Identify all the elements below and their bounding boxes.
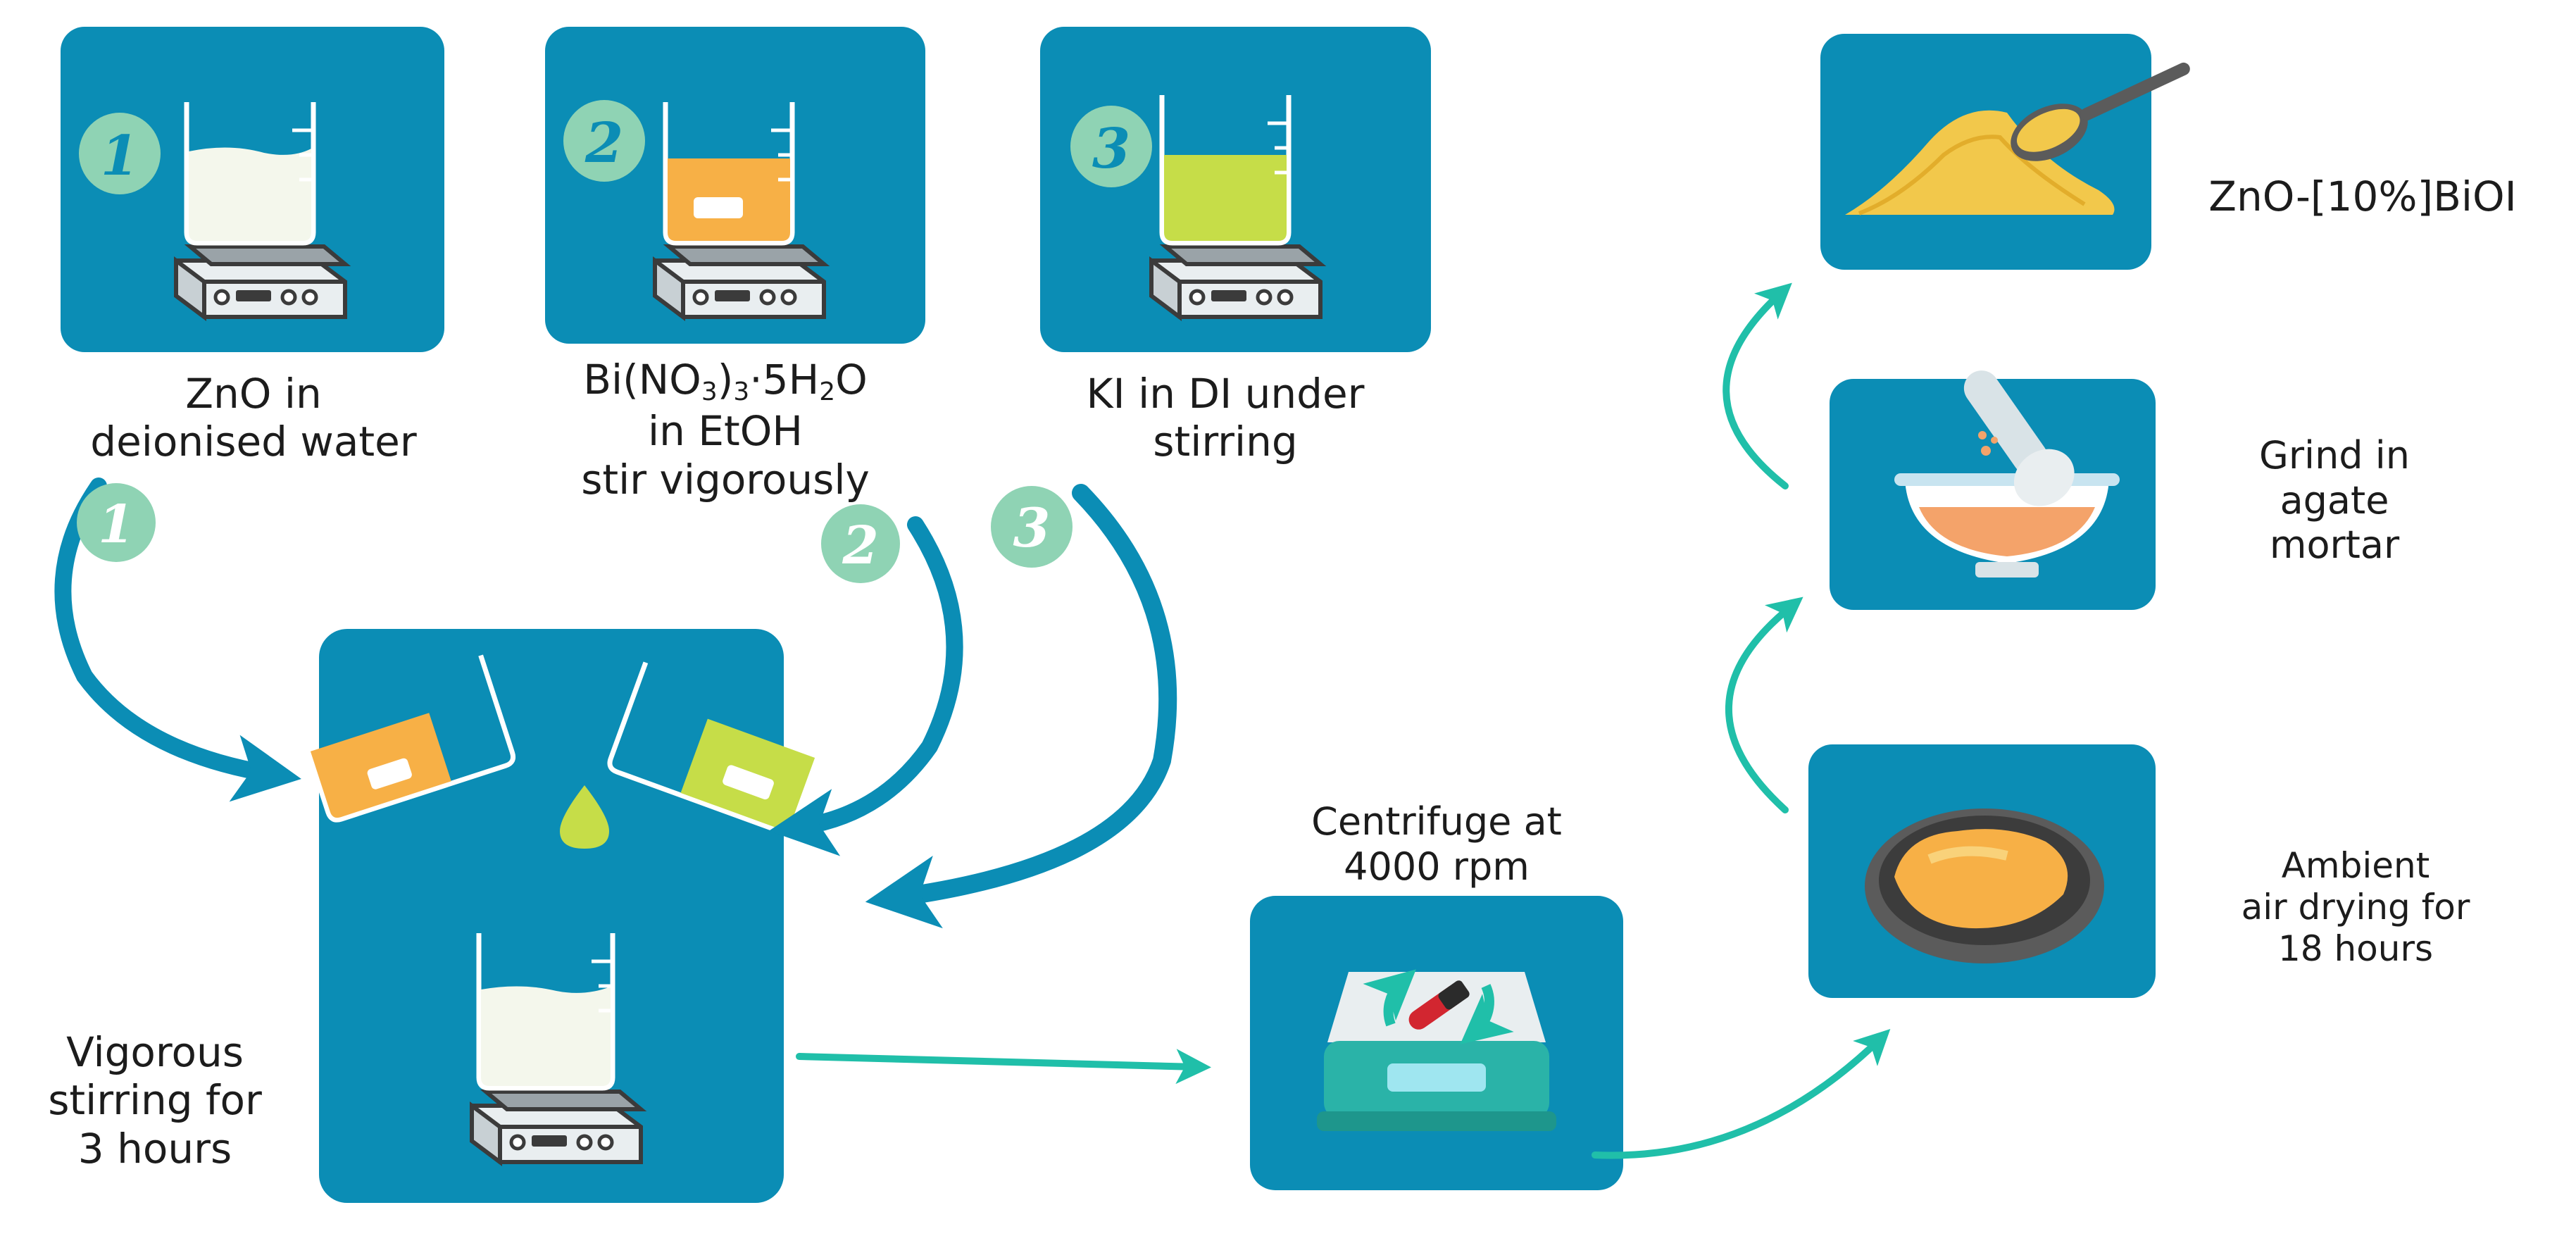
step-2-badge-icon: 2	[563, 100, 645, 182]
formula-part-1: Bi(NO	[583, 356, 701, 404]
step-1-label-line-2: deionised water	[90, 418, 417, 466]
arrow-centrifuge-to-drying	[1592, 1029, 1891, 1159]
grinding-label: Grind in agate mortar	[2183, 433, 2486, 568]
beaker-ki-on-hotplate	[1151, 95, 1320, 317]
drying-label-line-2: air drying for	[2241, 887, 2470, 928]
droplet-icon	[560, 785, 609, 849]
beaker-bismuth-nitrate-on-hotplate	[655, 102, 824, 317]
centrifuge-label-line-2: 4000 rpm	[1344, 844, 1530, 889]
arrow-step-1	[54, 477, 301, 802]
formula-part-4: O	[835, 356, 868, 404]
arrow-mix-to-centrifuge	[796, 1049, 1211, 1085]
step-2-label: Bi(NO3)3·5H2O in EtOH stir vigorously	[493, 356, 958, 504]
step-3-badge-icon: 3	[1070, 106, 1152, 187]
step-2-formula: Bi(NO3)3·5H2O	[493, 356, 958, 407]
drying-dish-icon	[1865, 809, 2104, 963]
mortar-pestle-icon	[1894, 370, 2120, 578]
arrow-drying-to-grinding	[1725, 597, 1803, 813]
formula-part-3: ·5H	[749, 356, 820, 404]
powder-scoop-icon	[1845, 62, 2190, 216]
grinding-label-line-2: agate	[2280, 477, 2389, 523]
drying-label-line-3: 18 hours	[2277, 928, 2434, 969]
arrow-1-badge-icon: 1	[77, 483, 156, 562]
product-label-text: ZnO-[10%]BiOI	[2208, 173, 2517, 220]
arrow-2-badge-text: 2	[842, 516, 879, 576]
arrow-1-badge-text: 1	[98, 494, 135, 555]
step-1-label: ZnO in deionised water	[21, 370, 486, 466]
arrow-step-3	[865, 484, 1177, 929]
mixing-label-line-2: stirring for	[48, 1076, 262, 1125]
step-3-label-line-1: KI in DI under	[1086, 370, 1365, 418]
arrow-grinding-to-product	[1722, 282, 1792, 489]
step-2-badge-text: 2	[584, 111, 623, 175]
step-3-label-line-2: stirring	[1153, 418, 1298, 466]
step-3-badge-text: 3	[1092, 117, 1130, 181]
formula-sub-2: 3	[733, 377, 750, 406]
centrifuge-label: Centrifuge at 4000 rpm	[1225, 799, 1648, 889]
step-2-label-line-2: in EtOH	[648, 407, 803, 456]
arrow-step-2	[768, 516, 963, 856]
centrifuge-label-line-1: Centrifuge at	[1311, 799, 1562, 844]
grinding-label-line-3: mortar	[2269, 523, 2400, 568]
mixing-label: Vigorous stirring for 3 hours	[0, 1028, 310, 1173]
drying-label: Ambient air drying for 18 hours	[2158, 845, 2553, 970]
step-3-label: KI in DI under stirring	[993, 370, 1458, 466]
grinding-label-line-1: Grind in	[2259, 433, 2410, 477]
formula-sub-3: 2	[819, 377, 836, 406]
product-label: ZnO-[10%]BiOI	[2162, 173, 2563, 220]
step-1-label-line-1: ZnO in	[185, 370, 322, 418]
arrow-3-badge-text: 3	[1013, 497, 1051, 559]
beaker-mixture-on-hotplate	[472, 933, 641, 1162]
centrifuge-icon	[1317, 969, 1556, 1131]
formula-part-2: )	[717, 356, 734, 404]
arrow-2-badge-icon: 2	[821, 504, 900, 583]
mixing-label-line-1: Vigorous	[66, 1028, 244, 1076]
step-1-badge-icon: 1	[79, 113, 161, 194]
mixing-label-line-3: 3 hours	[77, 1124, 232, 1173]
arrow-3-badge-icon: 3	[991, 486, 1073, 568]
drying-label-line-1: Ambient	[2281, 845, 2430, 886]
beaker-zno-on-hotplate	[176, 102, 345, 317]
step-2-label-line-3: stir vigorously	[581, 455, 870, 504]
step-1-badge-text: 1	[101, 124, 139, 188]
tilted-beaker-orange-icon	[294, 654, 516, 823]
formula-sub-1: 3	[701, 377, 718, 406]
